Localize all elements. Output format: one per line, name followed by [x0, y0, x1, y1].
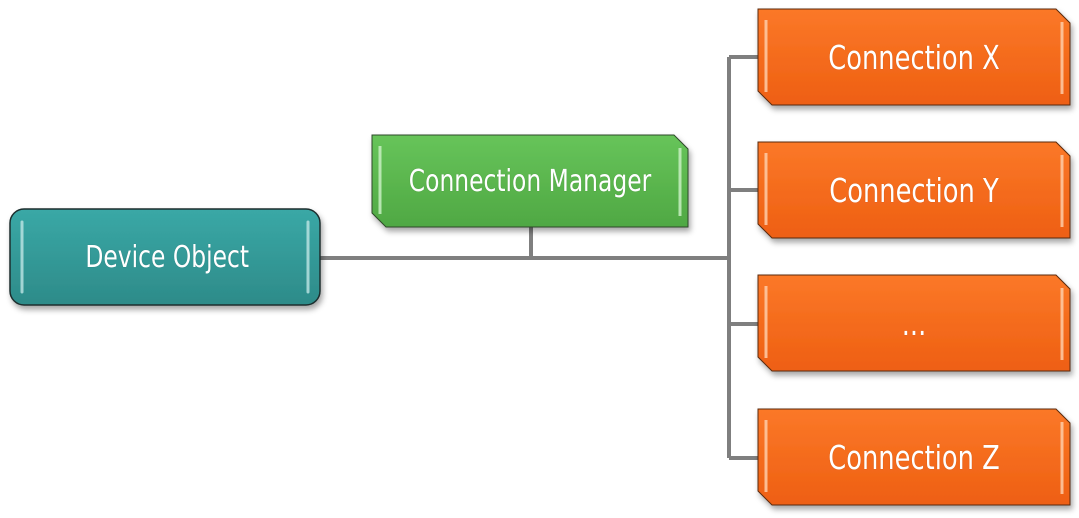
device-object-label: Device Object [85, 239, 250, 275]
connection-z-label: Connection Z [828, 437, 1000, 477]
connection-ellipsis-label: ... [901, 303, 927, 343]
connection-y-node: Connection Y [792, 142, 1035, 238]
connection-manager-node: Connection Manager [407, 135, 653, 227]
connection-x-shape [757, 8, 1071, 106]
connection-x-node: Connection X [792, 9, 1035, 105]
connection-z-node: Connection Z [792, 409, 1035, 505]
connection-y-shape [757, 141, 1071, 239]
connectors [320, 55, 760, 460]
device-object-shape [9, 208, 321, 306]
device-object-node: Device Object [46, 209, 288, 305]
connection-ellipsis-node: ... [792, 275, 1035, 371]
connection-x-label: Connection X [828, 37, 1000, 77]
connection-ellipsis-shape [757, 274, 1071, 372]
connection-y-label: Connection Y [829, 170, 999, 210]
connection-z-shape [757, 408, 1071, 506]
connection-manager-label: Connection Manager [408, 163, 652, 199]
connection-manager-shape [371, 134, 689, 228]
